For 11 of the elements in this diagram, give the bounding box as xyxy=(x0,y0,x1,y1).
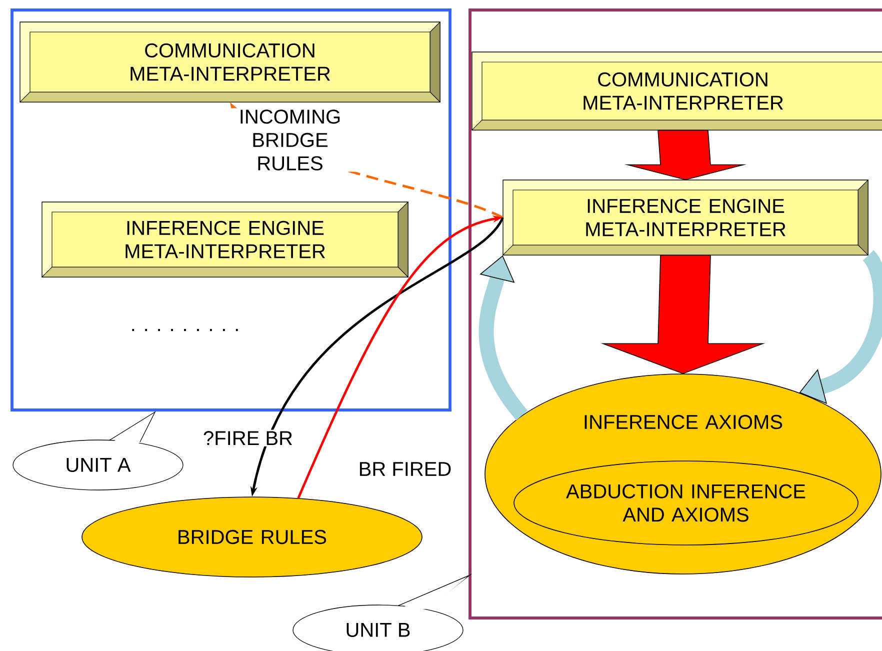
edge-label: INCOMING BRIDGE RULES xyxy=(218,108,362,172)
speech-bubble: UNIT B xyxy=(292,574,472,651)
ellipsis: . . . . . . . . . xyxy=(132,328,238,332)
block-arrow xyxy=(600,254,766,374)
unit-frame xyxy=(468,8,882,620)
unit-frame xyxy=(10,8,452,412)
node-label: UNIT B xyxy=(346,623,410,637)
edge-label: BR FIRED xyxy=(357,460,453,478)
edge-label: ?FIRE BR xyxy=(202,430,294,446)
speech-bubble: UNIT A xyxy=(12,411,184,490)
block-arrow xyxy=(624,130,747,180)
